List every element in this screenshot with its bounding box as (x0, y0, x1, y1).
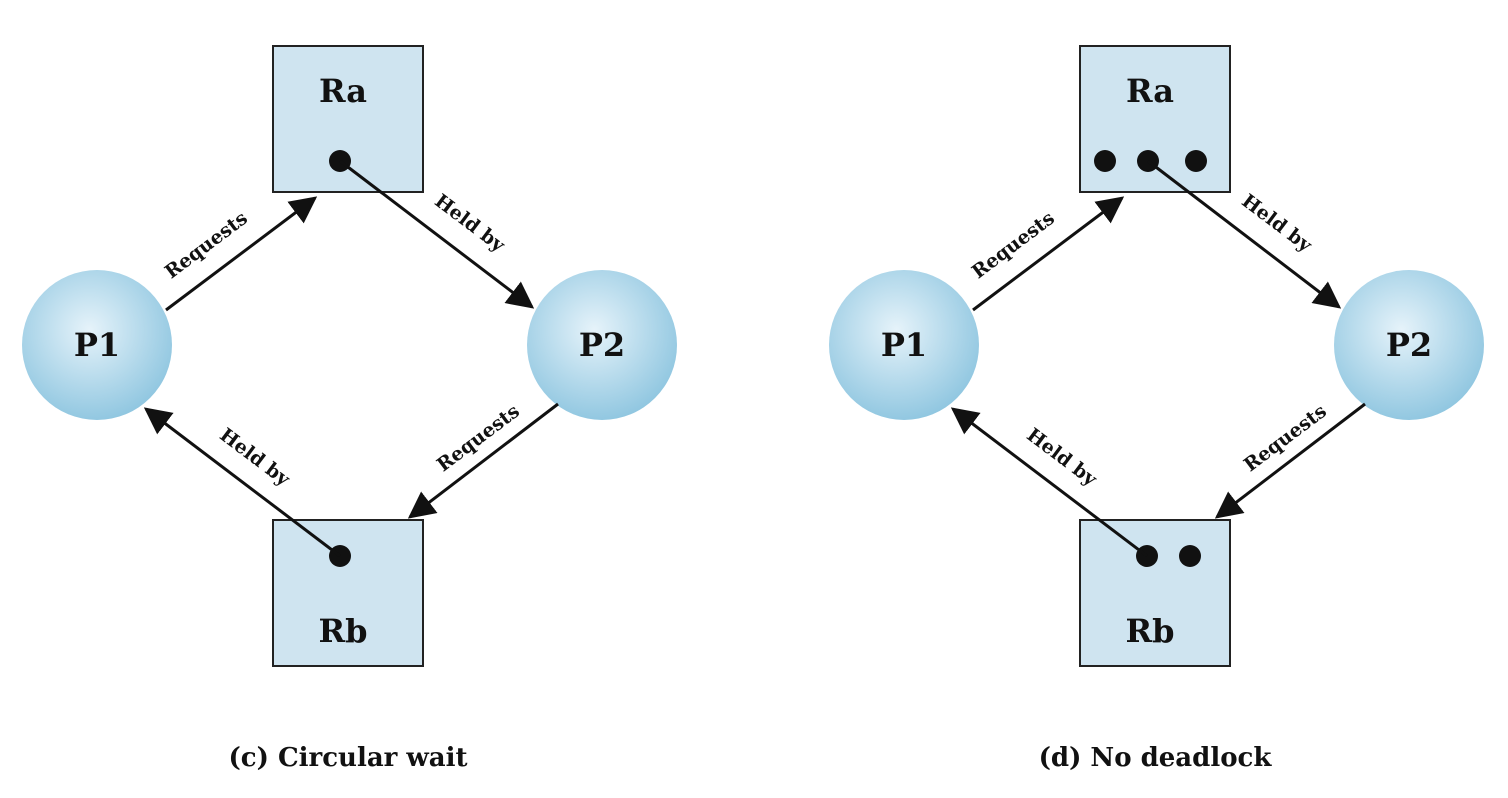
diagram-no-deadlock: Ra Rb P1 P2 Requests Held by Requests (829, 45, 1484, 773)
edge-p1-requests-ra (165, 196, 318, 312)
edge-label-rb-held-by: Held by (215, 424, 294, 491)
edge-rb-held-by-p1 (950, 407, 1148, 558)
edge-p1-requests-ra (972, 196, 1125, 312)
process-p1: P1 (829, 270, 979, 420)
edge-ra-held-by-p2 (339, 159, 535, 309)
edge-rb-held-by-p1 (143, 407, 341, 558)
process-p1-label: P1 (881, 326, 927, 364)
caption-no-deadlock: (d) No deadlock (1039, 743, 1273, 773)
process-p1-label: P1 (74, 326, 120, 364)
process-p2: P2 (1334, 270, 1484, 420)
edge-p2-requests-rb (1214, 402, 1366, 519)
edge-p2-requests-rb (407, 402, 559, 519)
ra-instance-dot (1185, 150, 1207, 172)
ra-instance-dot (1094, 150, 1116, 172)
edge-label-ra-held-by: Held by (1237, 190, 1316, 257)
resource-ra-label: Ra (1126, 72, 1174, 110)
resource-ra: Ra (272, 45, 424, 193)
caption-circular-wait: (c) Circular wait (228, 743, 467, 773)
edge-label-ra-held-by: Held by (430, 190, 509, 257)
edge-label-rb-held-by: Held by (1022, 424, 1101, 491)
edge-label-p1-requests: Requests (161, 207, 252, 283)
resource-rb-label: Rb (1126, 612, 1175, 650)
process-p2-label: P2 (1386, 326, 1432, 364)
process-p1: P1 (22, 270, 172, 420)
resource-ra-label: Ra (319, 72, 367, 110)
diagram-circular-wait: Ra Rb P1 P2 Requests Held by Requests He… (22, 45, 677, 773)
process-p2-label: P2 (579, 326, 625, 364)
resource-rb-label: Rb (319, 612, 368, 650)
process-p2: P2 (527, 270, 677, 420)
rb-instance-dot (1179, 545, 1201, 567)
edge-label-p1-requests: Requests (968, 207, 1059, 283)
resource-rb: Rb (272, 519, 424, 667)
resource-rb: Rb (1079, 519, 1231, 667)
resource-ra: Ra (1079, 45, 1231, 193)
edge-ra-held-by-p2 (1147, 159, 1342, 309)
